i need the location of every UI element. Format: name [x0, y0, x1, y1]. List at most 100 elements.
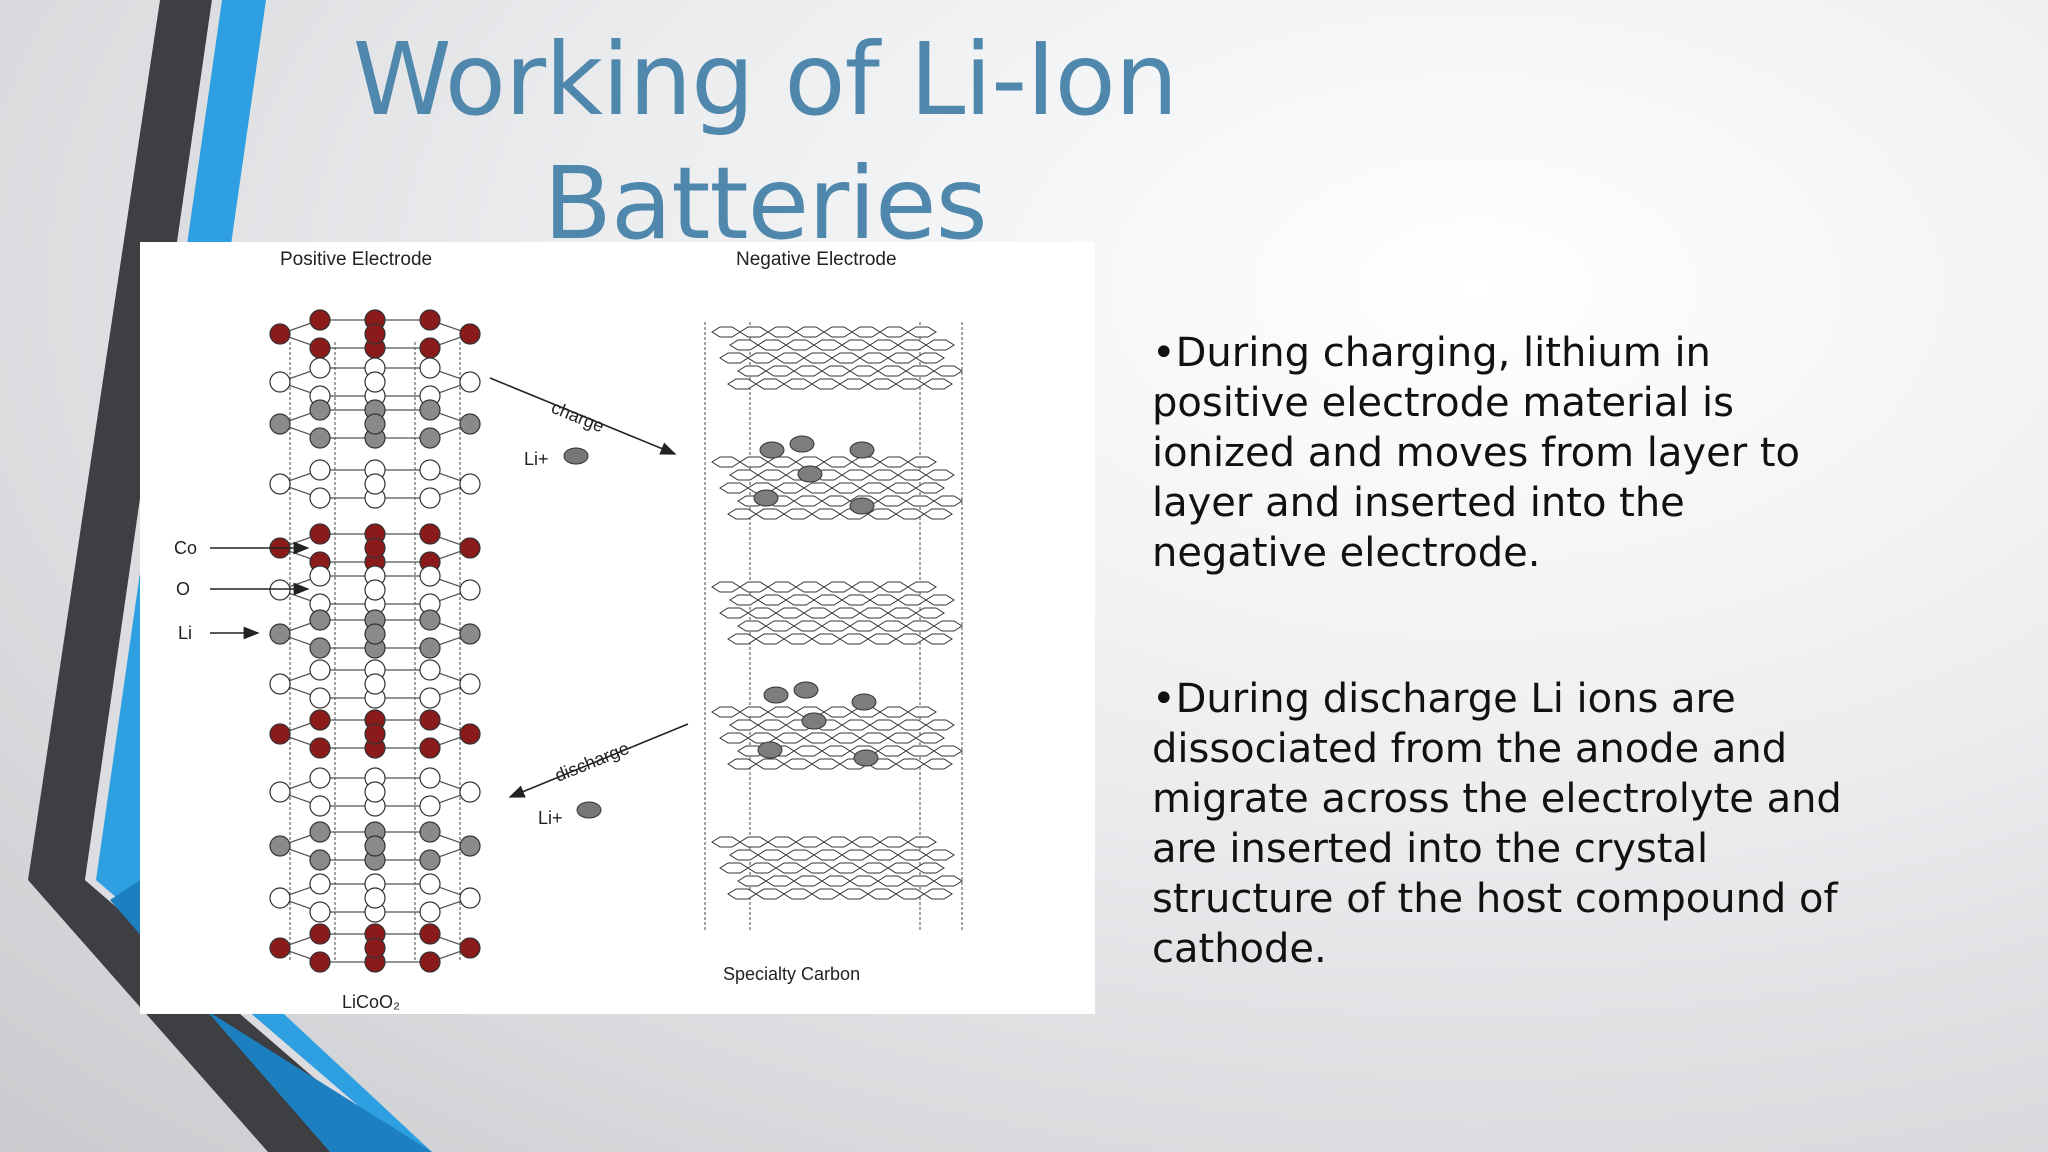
- carbon-ring: [767, 456, 797, 468]
- carbon-ring: [841, 849, 871, 861]
- atom: [419, 427, 441, 449]
- atom: [364, 835, 386, 857]
- carbon-ring: [887, 732, 917, 744]
- carbon-ring: [879, 456, 909, 468]
- cathode-formula-label: LiCoO₂: [342, 992, 400, 1012]
- carbon-ring: [905, 620, 935, 632]
- carbon-ring: [849, 875, 879, 887]
- atom-layer: [269, 923, 481, 973]
- atom: [309, 951, 331, 973]
- carbon-ring: [739, 581, 769, 593]
- carbon-ring: [905, 745, 935, 757]
- atom: [364, 413, 386, 435]
- battery-diagram: Positive Electrode Negative Electrode Co…: [140, 242, 1095, 1014]
- carbon-ring: [823, 836, 853, 848]
- carbon-ring: [851, 326, 881, 338]
- atom-layer: [269, 659, 481, 709]
- carbon-ring: [841, 594, 871, 606]
- atom: [269, 937, 291, 959]
- atom: [419, 459, 441, 481]
- atom-layer: [269, 565, 481, 615]
- atom: [364, 371, 386, 393]
- atom-layer: [269, 459, 481, 509]
- carbon-ring: [831, 482, 861, 494]
- carbon-ring: [783, 888, 813, 900]
- atom: [364, 887, 386, 909]
- carbon-ring: [767, 581, 797, 593]
- atom: [459, 623, 481, 645]
- atom: [309, 687, 331, 709]
- carbon-ring: [729, 469, 759, 481]
- atom: [269, 413, 291, 435]
- atom: [419, 849, 441, 871]
- atom: [419, 309, 441, 331]
- carbon-ring: [727, 633, 757, 645]
- carbon-ring: [905, 365, 935, 377]
- carbon-ring: [767, 326, 797, 338]
- atom: [269, 623, 291, 645]
- atom: [364, 579, 386, 601]
- carbon-ring: [757, 339, 787, 351]
- carbon-ring: [879, 326, 909, 338]
- carbon-ring: [839, 888, 869, 900]
- atom: [419, 737, 441, 759]
- carbon-ring: [711, 836, 741, 848]
- carbon-ring: [785, 849, 815, 861]
- graphene-sheet: [711, 581, 963, 645]
- atom-layer: [269, 309, 481, 359]
- atom: [419, 923, 441, 945]
- carbon-ring: [783, 378, 813, 390]
- carbon-ring: [727, 508, 757, 520]
- carbon-ring: [719, 732, 749, 744]
- atom: [269, 473, 291, 495]
- carbon-ring: [841, 339, 871, 351]
- carbon-ring: [933, 365, 963, 377]
- carbon-ring: [783, 508, 813, 520]
- carbon-ring: [907, 456, 937, 468]
- carbon-ring: [727, 378, 757, 390]
- carbon-ring: [923, 633, 953, 645]
- carbon-ring: [879, 581, 909, 593]
- atom-layer: [269, 399, 481, 449]
- carbon-ring: [869, 339, 899, 351]
- carbon-ring: [783, 758, 813, 770]
- li-ion-charge-label: Li+: [524, 449, 549, 469]
- carbon-ring: [877, 745, 907, 757]
- atom: [459, 579, 481, 601]
- carbon-ring: [831, 862, 861, 874]
- graphene-sheet: [711, 836, 963, 900]
- atom: [309, 357, 331, 379]
- atom: [309, 399, 331, 421]
- carbon-ring: [821, 875, 851, 887]
- carbon-ring: [897, 339, 927, 351]
- atom: [309, 873, 331, 895]
- carbon-ring: [783, 633, 813, 645]
- carbon-ring: [897, 594, 927, 606]
- carbon-ring: [823, 326, 853, 338]
- atom: [419, 659, 441, 681]
- atom: [459, 723, 481, 745]
- atom: [419, 873, 441, 895]
- atom: [309, 609, 331, 631]
- intercalated-li-ion: [849, 441, 875, 459]
- carbon-ring: [877, 365, 907, 377]
- carbon-ring: [905, 875, 935, 887]
- carbon-ring: [887, 482, 917, 494]
- carbon-ring: [737, 620, 767, 632]
- atom: [364, 323, 386, 345]
- carbon-ring: [767, 836, 797, 848]
- atom: [364, 537, 386, 559]
- carbon-ring: [765, 875, 795, 887]
- atom: [419, 795, 441, 817]
- carbon-ring: [811, 888, 841, 900]
- atom: [309, 923, 331, 945]
- atom: [309, 427, 331, 449]
- carbon-ring: [775, 352, 805, 364]
- intercalated-li-ion: [853, 749, 879, 767]
- atom: [364, 673, 386, 695]
- carbon-ring: [933, 875, 963, 887]
- carbon-ring: [775, 482, 805, 494]
- carbon-ring: [803, 352, 833, 364]
- carbon-ring: [831, 352, 861, 364]
- atom: [269, 835, 291, 857]
